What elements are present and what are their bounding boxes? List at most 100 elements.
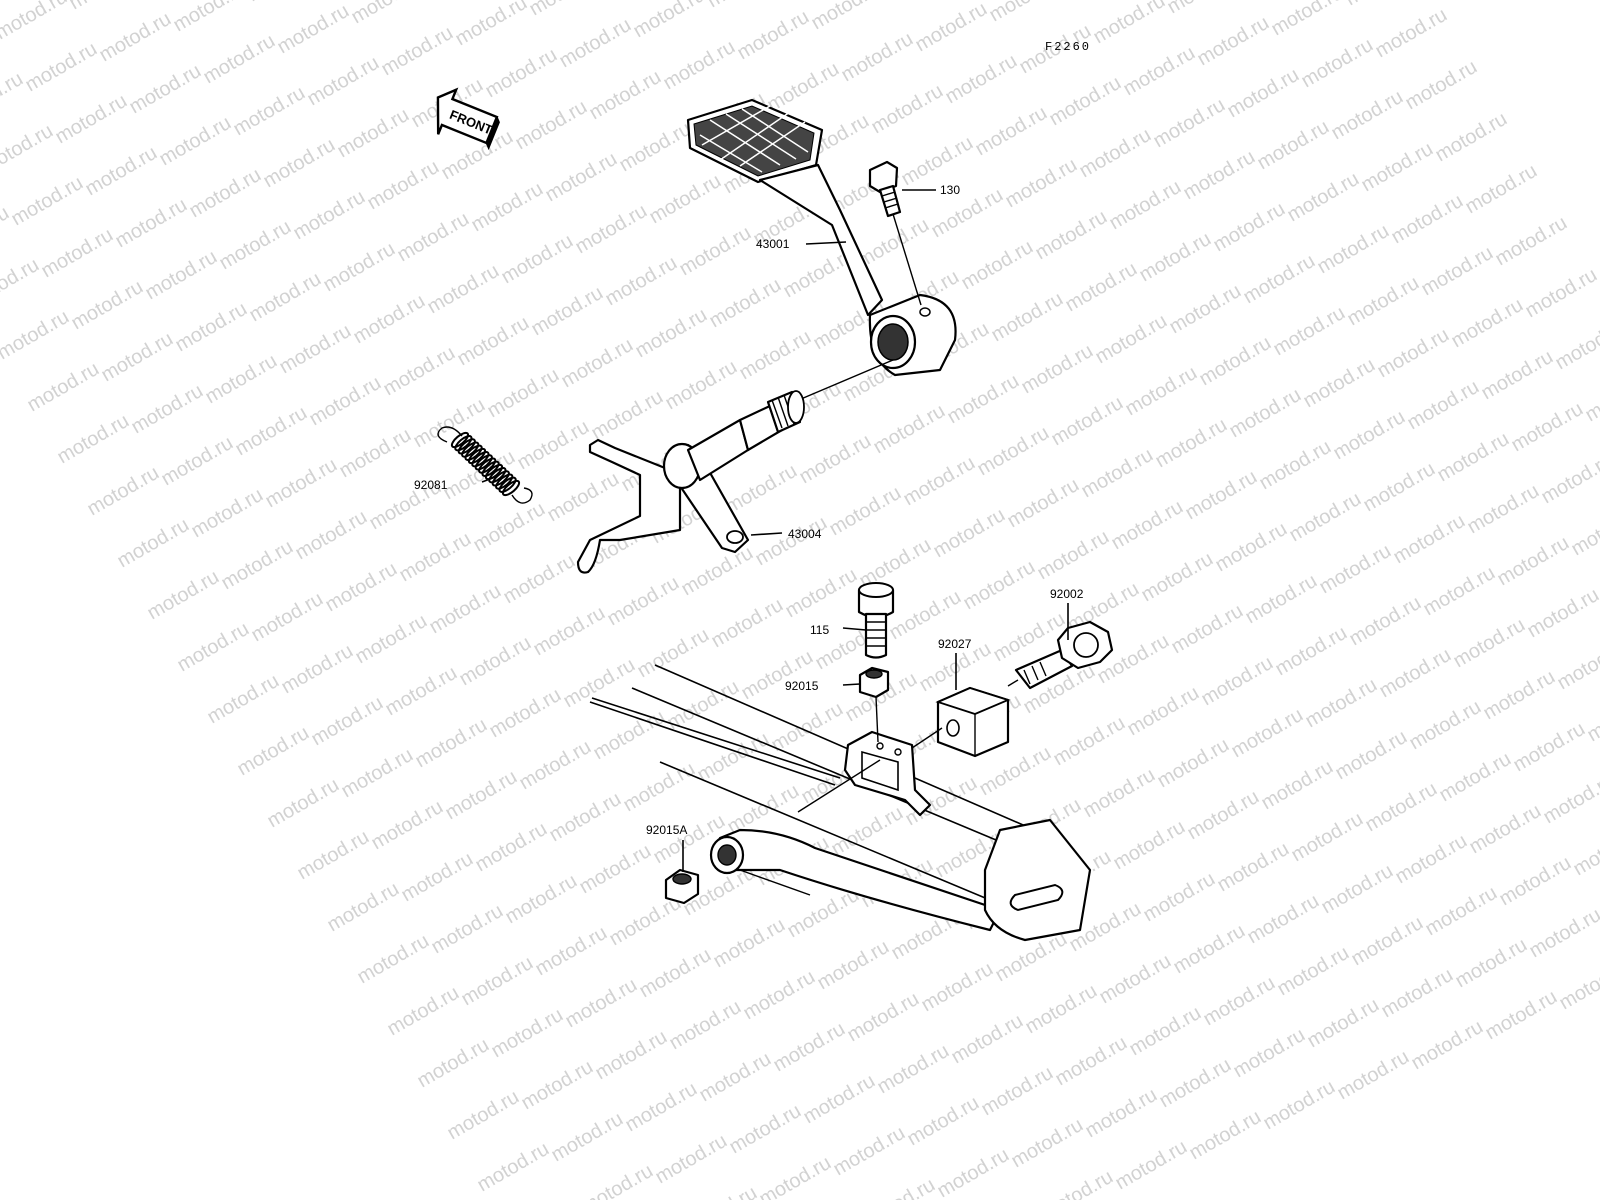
watermark-text: motod.ru bbox=[248, 588, 327, 647]
watermark-text: motod.ru bbox=[882, 0, 961, 4]
watermark-text: motod.ru bbox=[174, 618, 253, 677]
watermark-text: motod.ru bbox=[1482, 986, 1561, 1045]
part-label-92015: 92015 bbox=[785, 679, 819, 693]
watermark-text: motod.ru bbox=[1316, 540, 1395, 599]
watermark-text: motod.ru bbox=[1540, 770, 1600, 829]
watermark-text: motod.ru bbox=[1184, 786, 1263, 845]
watermark-text: motod.ru bbox=[868, 80, 947, 139]
watermark-text: motod.ru bbox=[1286, 488, 1365, 547]
watermark-text: motod.ru bbox=[518, 1056, 597, 1115]
watermark-text: motod.ru bbox=[740, 966, 819, 1025]
watermark-text: motod.ru bbox=[1360, 458, 1439, 517]
watermark-text: motod.ru bbox=[1196, 332, 1275, 391]
watermark-text: motod.ru bbox=[320, 238, 399, 297]
watermark-text: motod.ru bbox=[764, 58, 843, 117]
watermark-text: motod.ru bbox=[958, 236, 1037, 295]
watermark-text: motod.ru bbox=[230, 82, 309, 141]
spring-coil bbox=[498, 476, 517, 493]
watermark-text: motod.ru bbox=[454, 312, 533, 371]
bolt-92002-guide bbox=[1007, 679, 1019, 687]
watermark-text: motod.ru bbox=[576, 840, 655, 899]
watermark-text: motod.ru bbox=[1096, 950, 1175, 1009]
watermark-text: motod.ru bbox=[548, 1108, 627, 1167]
watermark-text: motod.ru bbox=[382, 662, 461, 721]
watermark-text: motod.ru bbox=[676, 222, 755, 281]
watermark-text: motod.ru bbox=[322, 558, 401, 617]
watermark-text: motod.ru bbox=[708, 594, 787, 653]
watermark-text: motod.ru bbox=[1032, 206, 1111, 265]
watermark-text: motod.ru bbox=[1082, 1084, 1161, 1143]
watermark-text: motod.ru bbox=[456, 632, 535, 691]
part-label-115: 115 bbox=[810, 623, 829, 637]
watermark-text: motod.ru bbox=[0, 254, 43, 313]
watermark-text: motod.ru bbox=[338, 744, 417, 803]
watermark-text: motod.ru bbox=[904, 1092, 983, 1151]
watermark-text: motod.ru bbox=[1214, 838, 1293, 897]
watermark-text: motod.ru bbox=[860, 1174, 939, 1200]
watermark-text: motod.ru bbox=[1270, 302, 1349, 361]
watermark-text: motod.ru bbox=[114, 514, 193, 573]
watermark-text: motod.ru bbox=[800, 1070, 879, 1129]
watermark-text: motod.ru bbox=[1408, 1016, 1487, 1075]
watermark-text: motod.ru bbox=[1046, 72, 1125, 131]
spring-coil bbox=[454, 435, 473, 452]
watermark-text: motod.ru bbox=[1140, 868, 1219, 927]
watermark-text: motod.ru bbox=[264, 774, 343, 833]
watermark-text: motod.ru bbox=[244, 0, 323, 6]
watermark-text: motod.ru bbox=[1182, 466, 1261, 525]
watermark-text: motod.ru bbox=[752, 512, 831, 571]
watermark-text: motod.ru bbox=[1552, 316, 1600, 375]
watermark-text: motod.ru bbox=[1224, 64, 1303, 123]
watermark-text: motod.ru bbox=[502, 870, 581, 929]
part-labels: 130 43001 92081 43004 115 92002 92027 92… bbox=[414, 183, 1084, 837]
watermark-text: motod.ru bbox=[156, 112, 235, 171]
watermark-text: motod.ru bbox=[260, 134, 339, 193]
watermark-text: motod.ru bbox=[706, 274, 785, 333]
watermark-text: motod.ru bbox=[1034, 526, 1113, 585]
watermark-text: motod.ru bbox=[498, 230, 577, 289]
watermark-text: motod.ru bbox=[604, 572, 683, 631]
watermark-text: motod.ru bbox=[84, 462, 163, 521]
watermark-text: motod.ru bbox=[1076, 124, 1155, 183]
watermark-text: motod.ru bbox=[942, 50, 1021, 109]
watermark-text: motod.ru bbox=[202, 350, 281, 409]
watermark-text: motod.ru bbox=[232, 402, 311, 461]
watermark-text: motod.ru bbox=[870, 400, 949, 459]
watermark-text: motod.ru bbox=[560, 654, 639, 713]
watermark-text: motod.ru bbox=[1122, 362, 1201, 421]
watermark-text: motod.ru bbox=[1230, 1024, 1309, 1083]
watermark-text: motod.ru bbox=[158, 432, 237, 491]
bracket-guide bbox=[797, 759, 881, 813]
watermark-text: motod.ru bbox=[1466, 800, 1545, 859]
watermark-text: motod.ru bbox=[1526, 904, 1600, 963]
watermark-text: motod.ru bbox=[54, 410, 133, 469]
watermark-text: motod.ru bbox=[1554, 636, 1600, 695]
watermark-text: motod.ru bbox=[636, 944, 715, 1003]
watermark-text: motod.ru bbox=[1462, 160, 1541, 219]
watermark-text: motod.ru bbox=[1404, 376, 1483, 435]
watermark-text: motod.ru bbox=[1038, 1166, 1117, 1200]
watermark-text: motod.ru bbox=[52, 90, 131, 149]
watermark-text: motod.ru bbox=[948, 1010, 1027, 1069]
watermark-text: motod.ru bbox=[1108, 496, 1187, 555]
watermark-text: motod.ru bbox=[546, 788, 625, 847]
watermark-text: motod.ru bbox=[484, 364, 563, 423]
watermark-text: motod.ru bbox=[838, 28, 917, 87]
watermark-text: motod.ru bbox=[324, 878, 403, 937]
watermark-text: motod.ru bbox=[516, 736, 595, 795]
bolt-130-guide bbox=[892, 213, 922, 306]
watermark-text: motod.ru bbox=[126, 60, 205, 119]
watermark-text: motod.ru bbox=[562, 974, 641, 1033]
watermark-text: motod.ru bbox=[128, 380, 207, 439]
nut-92015 bbox=[858, 666, 890, 699]
spring-coil bbox=[488, 467, 507, 484]
watermark-text: motod.ru bbox=[200, 30, 279, 89]
watermark-text: motod.ru bbox=[1570, 822, 1600, 881]
watermark-text: motod.ru bbox=[1492, 212, 1571, 271]
watermark-text: motod.ru bbox=[544, 468, 623, 527]
watermark-text: motod.ru bbox=[768, 698, 847, 757]
watermark-text: motod.ru bbox=[474, 1138, 553, 1197]
watermark-text: motod.ru bbox=[172, 298, 251, 357]
watermark-text: motod.ru bbox=[532, 922, 611, 981]
